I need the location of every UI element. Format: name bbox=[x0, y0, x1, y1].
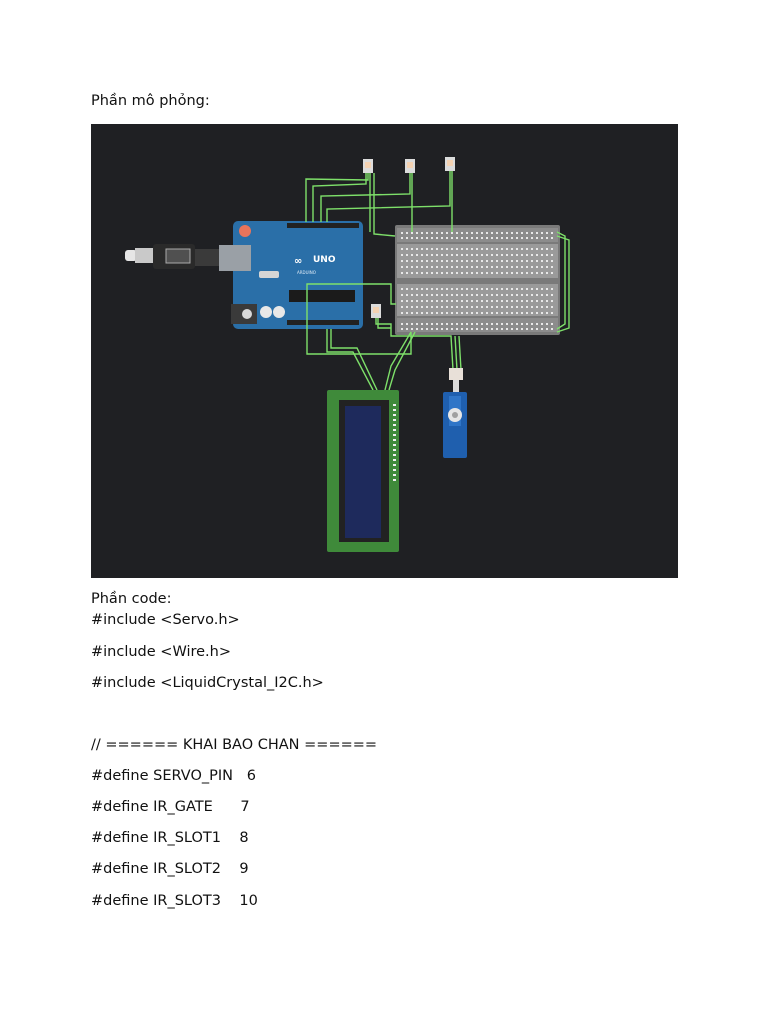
wires bbox=[305, 171, 570, 391]
ir-sensor-gate bbox=[371, 304, 381, 318]
code-line: #include <Wire.h> bbox=[91, 644, 232, 660]
reset-button bbox=[239, 225, 251, 237]
arduino-uno-board: UNO ARDUINO ∞ bbox=[219, 221, 363, 329]
code-line: #define IR_SLOT2 9 bbox=[91, 861, 249, 877]
circuit-diagram: UNO ARDUINO ∞ bbox=[125, 157, 570, 552]
ir-sensor-3 bbox=[445, 157, 455, 171]
svg-text:∞: ∞ bbox=[294, 256, 302, 267]
board-logo: UNO bbox=[313, 255, 336, 265]
code-line: #define SERVO_PIN 6 bbox=[91, 768, 257, 784]
usb-cable bbox=[125, 244, 221, 269]
breadboard bbox=[395, 225, 560, 335]
ir-sensor-2 bbox=[405, 159, 415, 173]
section-heading-simulation: Phần mô phỏng: bbox=[91, 93, 210, 109]
lcd-display bbox=[327, 390, 399, 552]
code-line: #include <Servo.h> bbox=[91, 612, 240, 628]
servo-motor bbox=[443, 368, 467, 458]
code-line: // ====== KHAI BAO CHAN ====== bbox=[91, 737, 378, 753]
code-line: #define IR_SLOT3 10 bbox=[91, 893, 258, 909]
ir-sensor-1 bbox=[363, 159, 373, 173]
board-brand: ARDUINO bbox=[297, 270, 316, 275]
code-line: #include <LiquidCrystal_I2C.h> bbox=[91, 675, 324, 691]
section-heading-code: Phần code: bbox=[91, 591, 172, 607]
code-line: #define IR_GATE 7 bbox=[91, 799, 250, 815]
code-line: #define IR_SLOT1 8 bbox=[91, 830, 249, 846]
circuit-simulation-figure: UNO ARDUINO ∞ bbox=[91, 124, 678, 578]
